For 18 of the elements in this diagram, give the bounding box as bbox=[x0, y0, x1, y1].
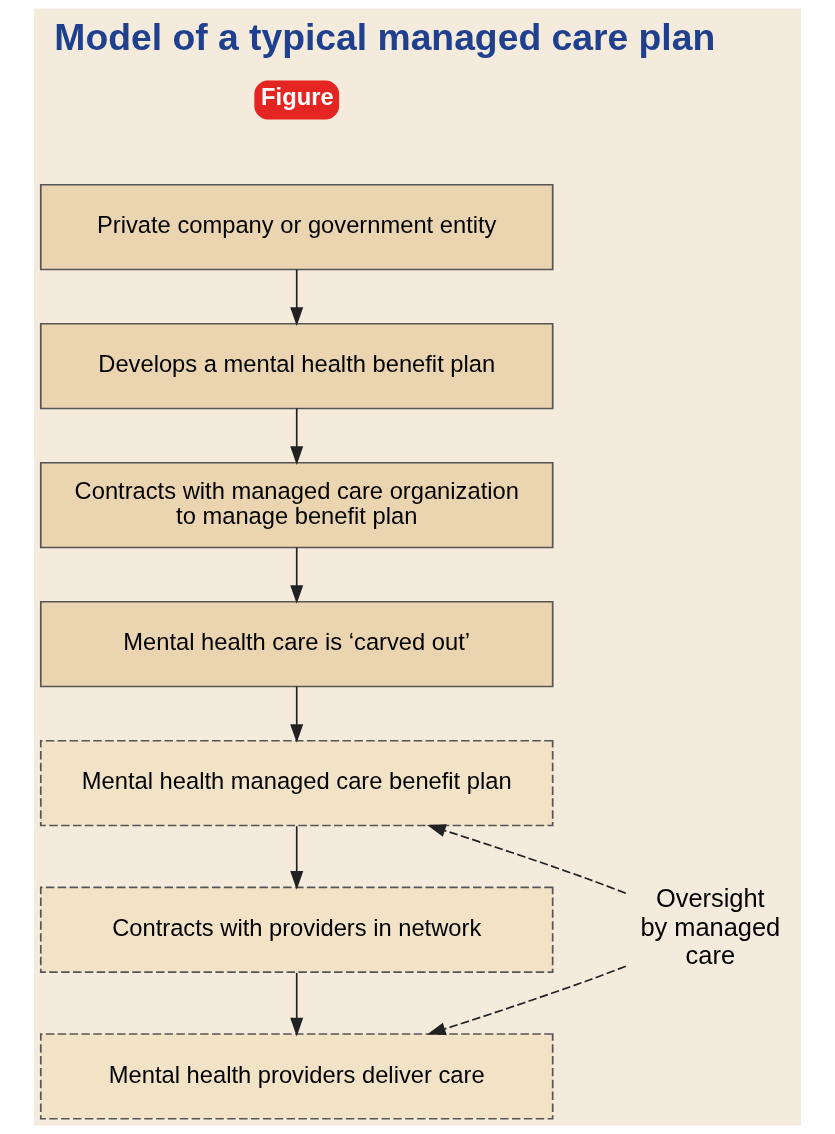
arrow bbox=[290, 972, 304, 1037]
node-box: Develops a mental health benefit plan bbox=[39, 322, 554, 410]
node-box: Mental health providers deliver care bbox=[39, 1033, 554, 1120]
node-box: Contracts with managed care organization to manage benefit plan bbox=[39, 461, 554, 549]
arrow bbox=[290, 825, 304, 890]
arrow bbox=[290, 407, 304, 465]
node-box: Contracts with providers in network bbox=[39, 886, 554, 973]
node-box: Mental health care is ‘carved out’ bbox=[39, 600, 554, 688]
arrow bbox=[290, 546, 304, 604]
diagram-title: Model of a typical managed care plan bbox=[54, 16, 716, 59]
arrow bbox=[290, 685, 304, 743]
arrow bbox=[290, 268, 304, 326]
node-box: Mental health managed care benefit plan bbox=[39, 739, 554, 827]
arrow bbox=[427, 965, 627, 1036]
arrow bbox=[427, 824, 627, 895]
node-text: Oversight by managed care bbox=[640, 883, 781, 970]
label: Figure bbox=[261, 84, 334, 111]
node-box: Private company or government entity bbox=[39, 183, 554, 271]
